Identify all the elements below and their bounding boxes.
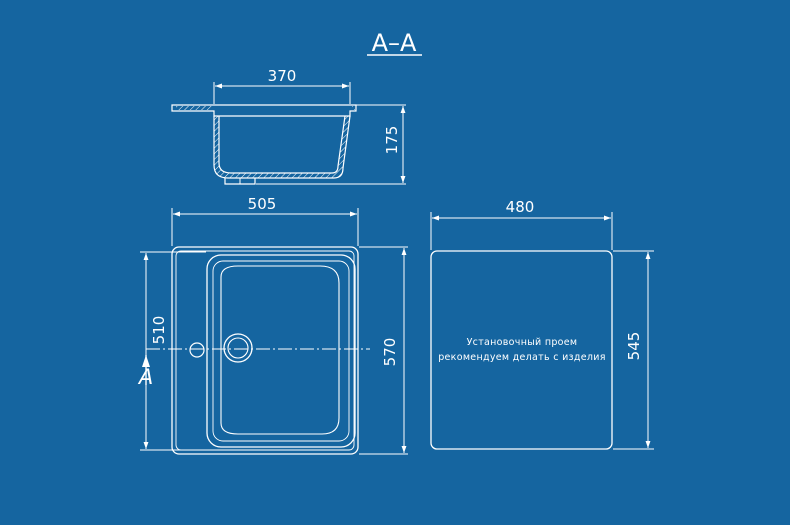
cutout-note-line2: рекомендуем делать с изделия — [438, 352, 606, 363]
section-label: A–A — [372, 29, 417, 57]
dim-cutout-width: 480 — [506, 198, 535, 216]
bowl-wall-hatch — [214, 116, 350, 178]
dim-overall-width: 505 — [248, 195, 277, 213]
sink-outer-outline — [171, 246, 359, 455]
cutout-note-line1: Установочный проем — [467, 337, 578, 348]
rim-hatch-left — [176, 106, 212, 110]
dim-bowl-width: 370 — [268, 67, 297, 85]
dim-bowl-depth: 175 — [383, 126, 401, 155]
rim-hatch-right — [352, 106, 355, 110]
bowl-bottom-outline — [220, 265, 340, 435]
dim-overall-length: 570 — [381, 338, 399, 367]
sink-rim-inner-line — [175, 250, 355, 451]
drain-inner-ring — [227, 337, 249, 359]
cutout-view: Установочный проем рекомендуем делать с … — [430, 198, 654, 450]
bowl-inner-outline — [212, 260, 350, 442]
section-title: A–A — [367, 29, 422, 57]
top-view: 505 510 570 A — [137, 195, 408, 455]
tap-hole — [189, 342, 205, 358]
drain-outer-ring — [223, 333, 253, 363]
section-marker-arrowhead — [142, 355, 150, 367]
bowl-outer-wall — [213, 115, 351, 179]
bowl-outer-outline — [206, 254, 356, 448]
section-marker-label: A — [137, 365, 153, 389]
dim-bowl-length: 510 — [150, 316, 168, 345]
cutout-outline — [430, 250, 613, 450]
bowl-inner-wall — [218, 115, 346, 174]
dim-cutout-length: 545 — [625, 332, 643, 361]
cross-section-view: 370 175 — [171, 67, 406, 185]
